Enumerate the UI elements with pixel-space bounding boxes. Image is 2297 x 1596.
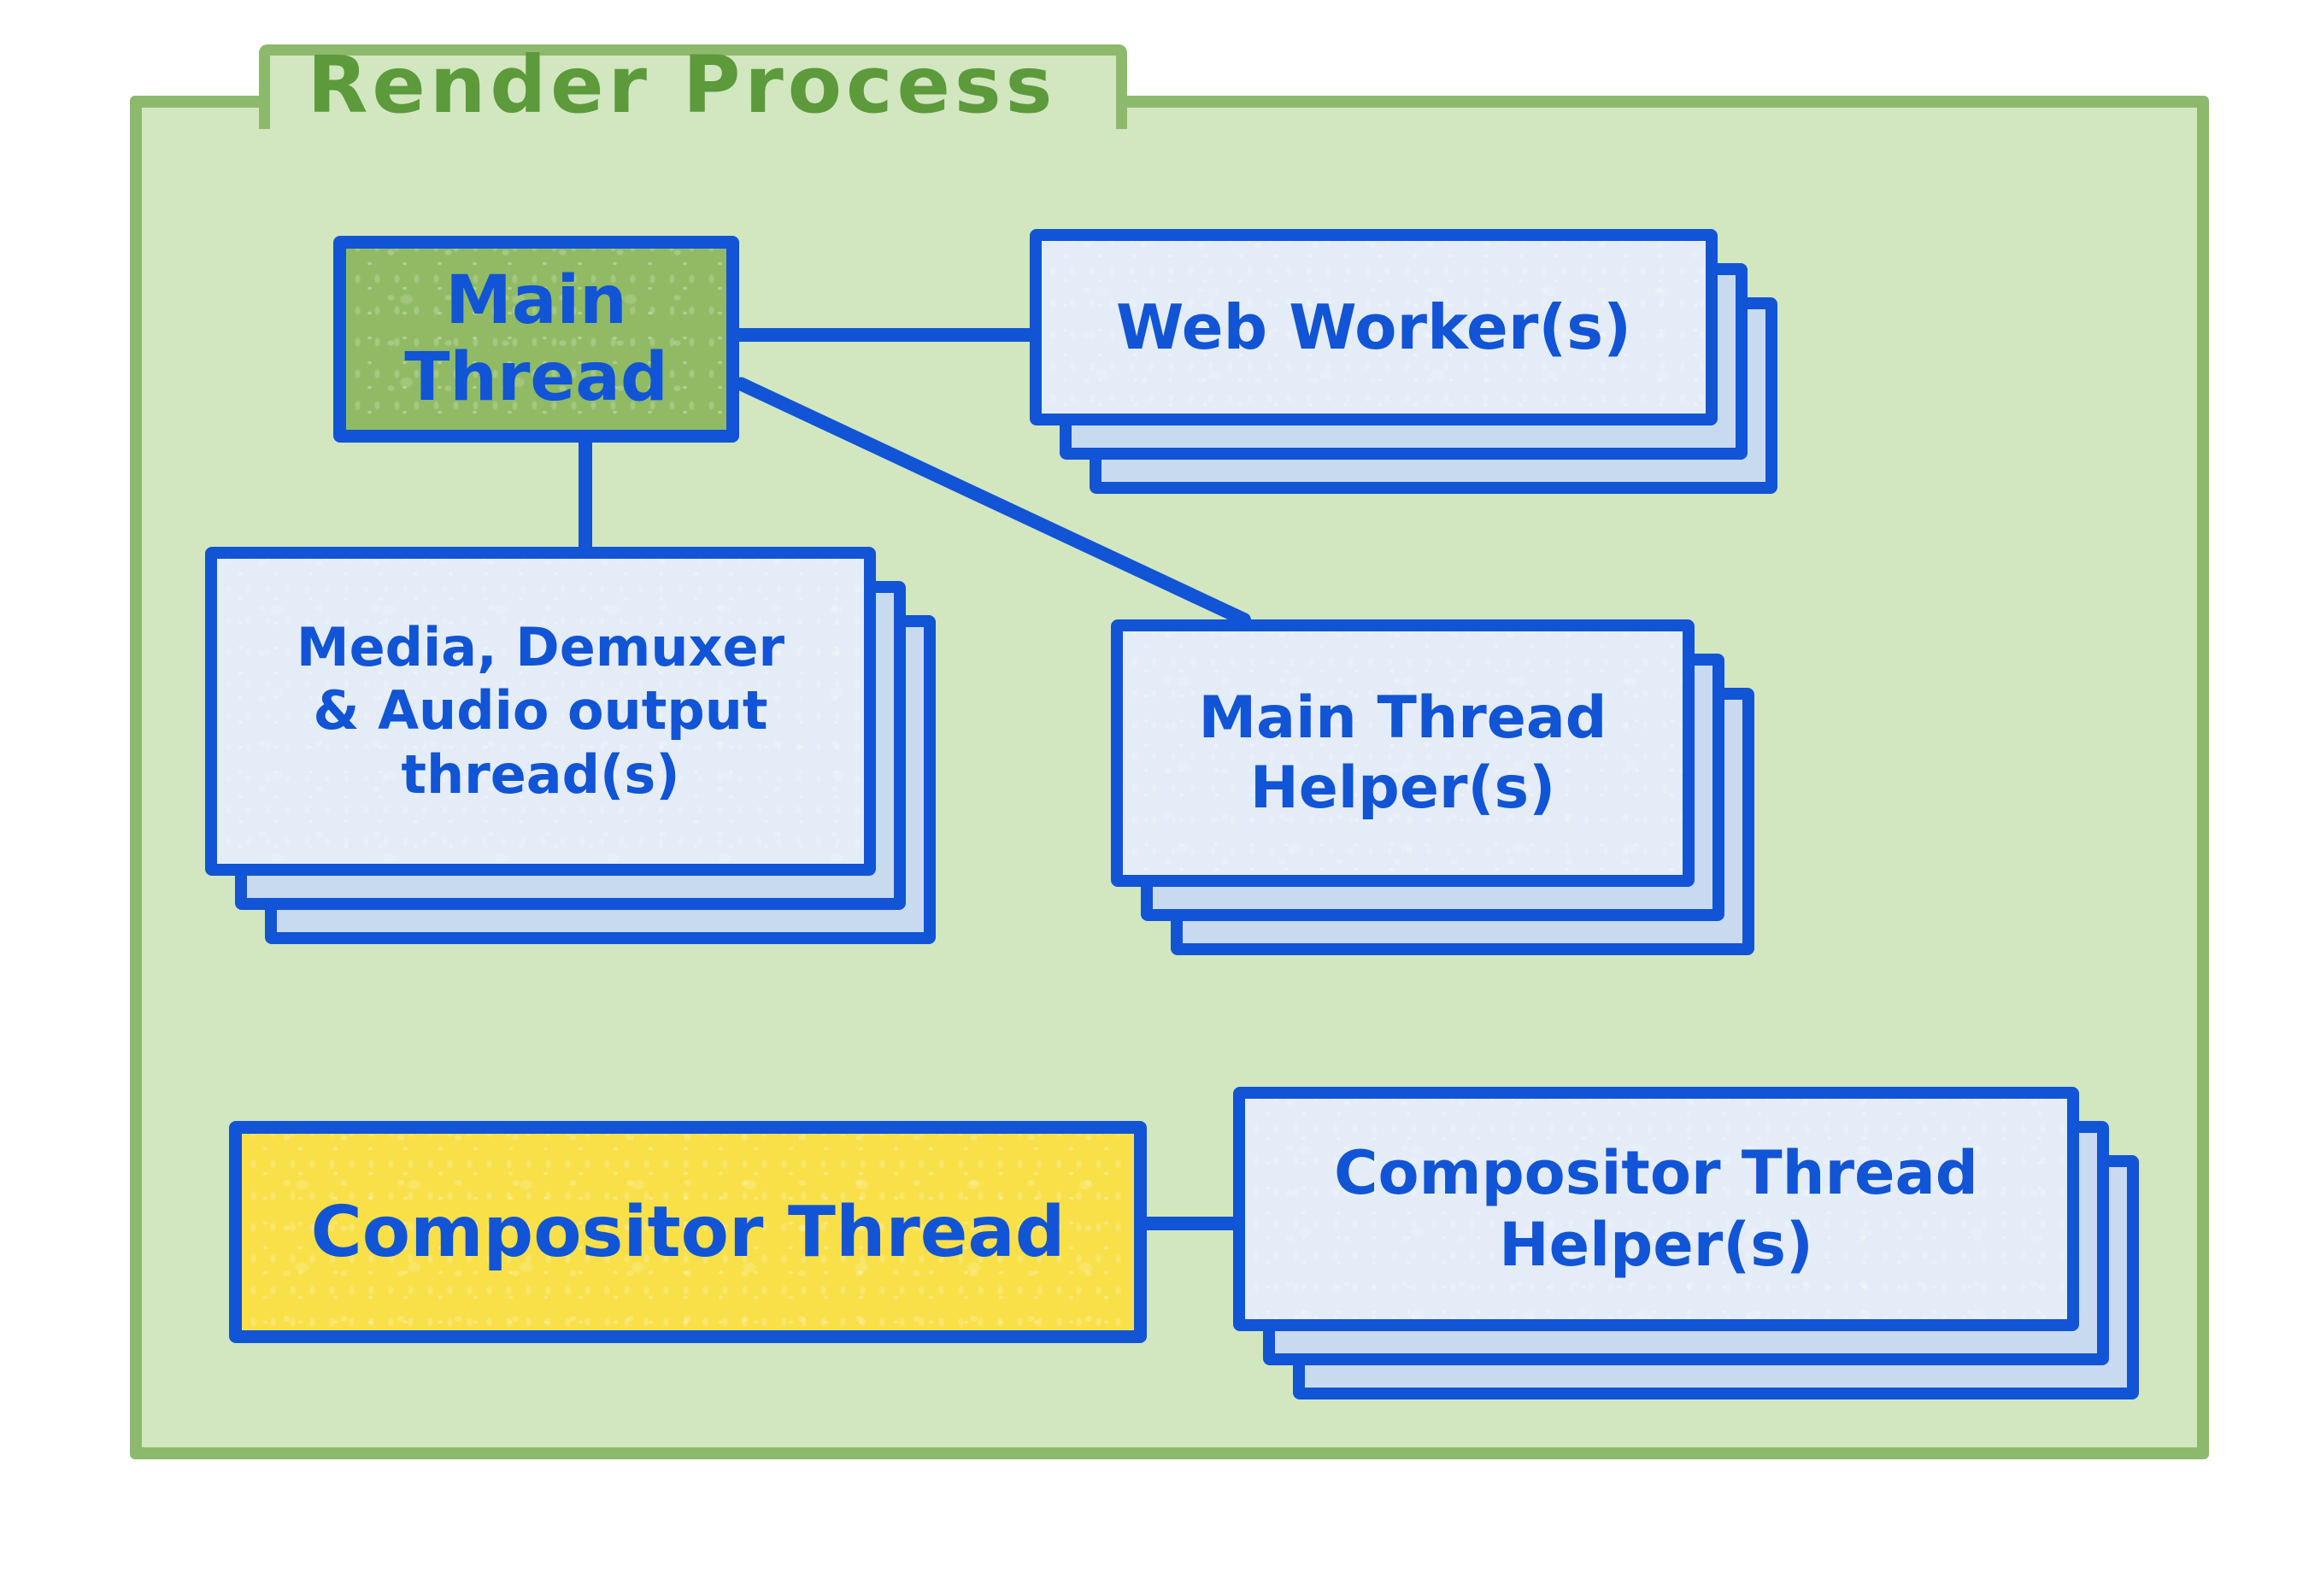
edge-main-thread-to-web-workers — [731, 328, 1040, 342]
folder-tab-join — [272, 97, 1092, 123]
node-media-threads-label: Media, Demuxer & Audio output thread(s) — [296, 615, 785, 806]
node-web-workers: Web Worker(s) — [1030, 229, 1777, 494]
node-main-thread-helpers: Main Thread Helper(s) — [1111, 619, 1756, 957]
node-main-thread: Main Thread — [333, 236, 739, 443]
node-compositor-thread: Compositor Thread — [229, 1121, 1147, 1343]
node-web-workers-label: Web Worker(s) — [1115, 291, 1632, 363]
edge-main-thread-to-media-threads — [579, 431, 592, 558]
diagram-title: Render Process — [307, 39, 1057, 131]
node-compositor-thread-helpers: Compositor Thread Helper(s) — [1233, 1087, 2141, 1403]
node-main-thread-helpers-label: Main Thread Helper(s) — [1198, 684, 1607, 822]
node-compositor-thread-helpers-label: Compositor Thread Helper(s) — [1334, 1138, 1978, 1280]
node-media-threads: Media, Demuxer & Audio output thread(s) — [205, 547, 936, 944]
node-main-thread-helpers-card: Main Thread Helper(s) — [1111, 619, 1695, 887]
node-main-thread-label: Main Thread — [404, 262, 668, 416]
node-web-workers-card: Web Worker(s) — [1030, 229, 1718, 425]
node-media-threads-card: Media, Demuxer & Audio output thread(s) — [205, 547, 876, 876]
node-compositor-thread-label: Compositor Thread — [310, 1191, 1066, 1273]
node-compositor-thread-helpers-card: Compositor Thread Helper(s) — [1233, 1087, 2079, 1331]
edge-compositor-thread-to-helpers — [1140, 1217, 1239, 1230]
